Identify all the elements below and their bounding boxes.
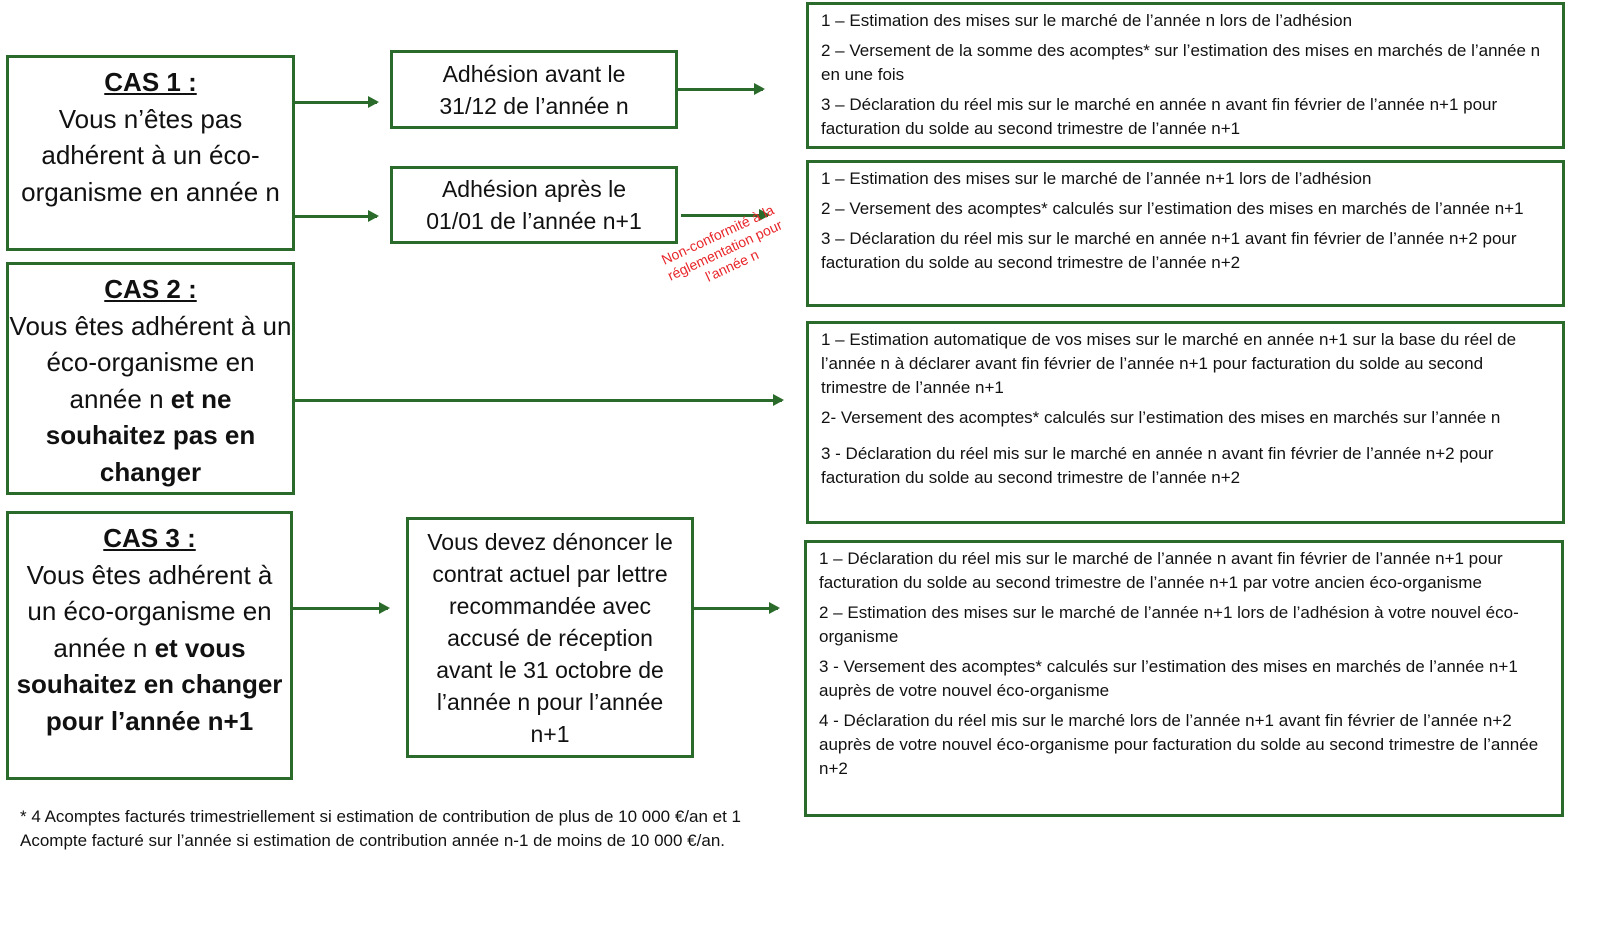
- case-3-bold: et vous souhaitez en changer pour l’anné…: [16, 632, 283, 736]
- case-2-title: CAS 2 :: [104, 274, 197, 304]
- membership-after-text: Adhésion après le 01/01 de l’année n+1: [426, 176, 642, 234]
- case-3-box: CAS 3 : Vous êtes adhérent à un éco-orga…: [6, 511, 293, 780]
- arrow-icon: [295, 96, 379, 108]
- denounce-contract-box: Vous devez dénoncer le contrat actuel pa…: [406, 517, 694, 758]
- arrow-icon: [694, 602, 780, 614]
- step: 4 - Déclaration du réel mis sur le march…: [819, 711, 1539, 778]
- case-2-box: CAS 2 : Vous êtes adhérent à un éco-orga…: [6, 262, 295, 495]
- case-2-text: Vous êtes adhérent à un éco-organisme en…: [9, 310, 292, 414]
- step: 3 – Déclaration du réel mis sur le march…: [821, 229, 1517, 272]
- case-3-title: CAS 3 :: [103, 523, 196, 553]
- steps-box-4: 1 – Déclaration du réel mis sur le march…: [804, 540, 1564, 817]
- step: 3 - Déclaration du réel mis sur le march…: [821, 444, 1494, 487]
- step: 1 – Estimation des mises sur le marché d…: [821, 11, 1353, 30]
- case-1-box: CAS 1 : Vous n’êtes pas adhérent à un éc…: [6, 55, 295, 251]
- footnote: * 4 Acomptes facturés trimestriellement …: [20, 807, 742, 850]
- arrow-icon: [293, 602, 390, 614]
- arrow-icon: [681, 209, 770, 221]
- case-1-title: CAS 1 :: [104, 67, 197, 97]
- case-3-text: Vous êtes adhérent à un éco-organisme en…: [26, 559, 273, 663]
- steps-box-3: 1 – Estimation automatique de vos mises …: [806, 321, 1565, 524]
- step: 2 – Versement de la somme des acomptes* …: [821, 41, 1541, 84]
- step: 2 – Versement des acomptes* calculés sur…: [821, 199, 1524, 218]
- steps-box-2: 1 – Estimation des mises sur le marché d…: [806, 160, 1565, 307]
- step: 2 – Estimation des mises sur le marché d…: [819, 603, 1519, 646]
- step: 1 – Estimation des mises sur le marché d…: [821, 169, 1372, 188]
- step: 3 – Déclaration du réel mis sur le march…: [821, 95, 1498, 138]
- step: 1 – Déclaration du réel mis sur le march…: [819, 549, 1503, 592]
- step: 2- Versement des acomptes* calculés sur …: [821, 408, 1501, 427]
- arrow-icon: [295, 210, 379, 222]
- step: 1 – Estimation automatique de vos mises …: [821, 330, 1517, 397]
- step: 3 - Versement des acomptes* calculés sur…: [819, 657, 1518, 700]
- case-1-text: Vous n’êtes pas adhérent à un éco-organi…: [21, 103, 280, 207]
- membership-before-box: Adhésion avant le 31/12 de l’année n: [390, 50, 678, 129]
- membership-before-text: Adhésion avant le 31/12 de l’année n: [439, 60, 629, 119]
- membership-after-box: Adhésion après le 01/01 de l’année n+1: [390, 166, 678, 244]
- arrow-icon: [295, 394, 784, 406]
- steps-box-1: 1 – Estimation des mises sur le marché d…: [806, 2, 1565, 149]
- denounce-contract-text: Vous devez dénoncer le contrat actuel pa…: [427, 528, 673, 747]
- arrow-icon: [678, 83, 765, 95]
- case-2-bold: et ne souhaitez pas en changer: [45, 383, 256, 487]
